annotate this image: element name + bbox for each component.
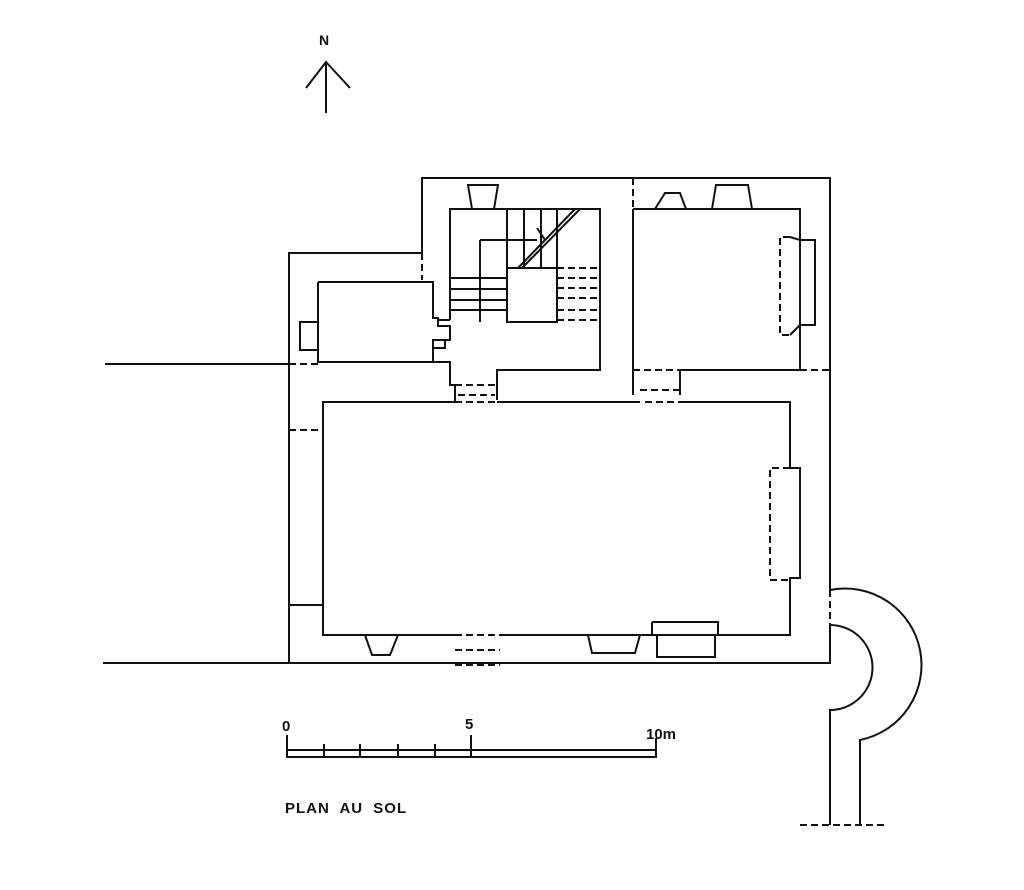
main-hall (289, 401, 801, 666)
outer-walls (103, 177, 831, 664)
scale-start-label: 0 (282, 718, 291, 735)
north-arrow-icon (305, 60, 351, 113)
round-tower (800, 587, 923, 826)
scale-bar (286, 735, 657, 758)
left-small-room (299, 281, 446, 363)
staircase-room (432, 184, 601, 403)
scale-mid-label: 5 (465, 716, 474, 733)
corridor-and-right-room (599, 178, 830, 403)
plan-title: PLAN AU SOL (285, 800, 408, 817)
north-label: N (319, 32, 330, 48)
scale-end-label: 10m (646, 726, 677, 743)
